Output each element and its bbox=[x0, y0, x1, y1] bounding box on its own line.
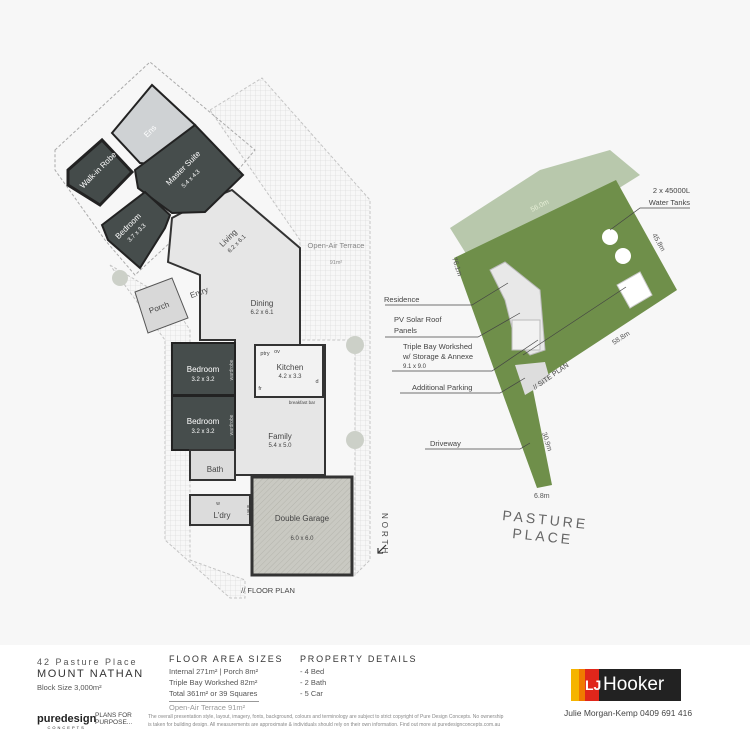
floor-area-line: Internal 271m² | Porch 8m² bbox=[169, 667, 259, 676]
property-detail: - 4 Bed bbox=[300, 667, 325, 676]
tanks-label: Water Tanks bbox=[649, 198, 691, 207]
floor-area-line: Triple Bay Workshed 82m² bbox=[169, 678, 258, 687]
puredesign-logo: puredesign CONCEPTS bbox=[37, 713, 96, 730]
room-label: Dining bbox=[251, 299, 274, 308]
walk-in-robe bbox=[66, 137, 135, 207]
dimension-label: 58.8m bbox=[611, 330, 631, 347]
room-dims: 6.2 x 6.1 bbox=[250, 310, 274, 316]
parking-label: Additional Parking bbox=[412, 383, 472, 392]
water-tank bbox=[615, 248, 631, 264]
lj-hooker-logo: LJ Hooker bbox=[571, 669, 681, 701]
parking-area bbox=[515, 362, 550, 395]
room-dims: 4.2 x 3.3 bbox=[278, 374, 302, 380]
driveway-label: Driveway bbox=[430, 439, 461, 448]
solar-label: Panels bbox=[394, 326, 417, 335]
living-area-floor bbox=[166, 188, 326, 476]
room-dims: 6.0 x 6.0 bbox=[290, 536, 314, 542]
bedroom-1 bbox=[100, 190, 172, 270]
porch bbox=[134, 277, 189, 334]
terrace-label: Open-Air Terrace bbox=[308, 241, 365, 250]
tanks-label: 2 x 45000L bbox=[653, 186, 690, 195]
tree-icon bbox=[112, 270, 128, 286]
designer-name: puredesign bbox=[37, 713, 97, 725]
washer-label: w bbox=[216, 501, 220, 507]
residence-label: Residence bbox=[384, 295, 419, 304]
laundry bbox=[189, 494, 251, 526]
footer: 42 Pasture Place MOUNT NATHAN Block Size… bbox=[0, 645, 750, 750]
terrace-area: 91m² bbox=[330, 260, 343, 266]
room-label: Double Garage bbox=[275, 514, 330, 523]
workshed-label: w/ Storage & Annexe bbox=[402, 352, 473, 361]
double-garage bbox=[250, 475, 354, 577]
north-arrow-icon bbox=[377, 544, 387, 554]
upper-wing-outline bbox=[54, 61, 256, 276]
tree-line bbox=[450, 150, 640, 260]
kitchen bbox=[254, 344, 324, 398]
room-label: Family bbox=[268, 432, 292, 441]
workshed-footprint bbox=[511, 319, 541, 351]
wardrobe-label: wardrobe bbox=[229, 359, 235, 380]
room-dims: 3.2 x 3.2 bbox=[191, 429, 215, 435]
designer-sub: CONCEPTS bbox=[47, 725, 86, 730]
fridge-label: fr bbox=[258, 386, 262, 392]
room-label: Bedroom bbox=[187, 417, 220, 426]
bath bbox=[189, 449, 236, 481]
floor-area-heading: FLOOR AREA SIZES bbox=[169, 654, 284, 664]
room-label: Kitchen bbox=[277, 363, 304, 372]
street-name: PLACE bbox=[512, 525, 574, 547]
shed-footprint bbox=[616, 271, 653, 309]
plans-canvas: Ens Walk-in Robe Master Suite 5.4 x 4.3 … bbox=[54, 61, 691, 599]
floor-plan-caption: // FLOOR PLAN bbox=[241, 586, 295, 595]
block-size: Block Size 3,000m² bbox=[37, 683, 102, 692]
pantry-label: ptry bbox=[260, 351, 269, 357]
property-details-heading: PROPERTY DETAILS bbox=[300, 654, 418, 664]
north-label: NORTH bbox=[380, 513, 389, 556]
master-suite bbox=[133, 123, 245, 215]
room-dims: 5.4 x 5.0 bbox=[268, 443, 292, 449]
address-suburb: MOUNT NATHAN bbox=[37, 668, 144, 680]
tree-icon bbox=[346, 431, 364, 449]
property-detail: - 5 Car bbox=[300, 689, 323, 698]
workshed-dims: 9.1 x 9.0 bbox=[403, 364, 427, 370]
tagline-line: PURPOSE... bbox=[95, 719, 133, 726]
designer-tagline: PLANS FOR PURPOSE... bbox=[95, 712, 132, 726]
dimension-label: 6.8m bbox=[534, 493, 550, 500]
workshed-label: Triple Bay Workshed bbox=[403, 342, 472, 351]
room-label: Bath bbox=[207, 465, 223, 474]
wardrobe-label: wardrobe bbox=[229, 414, 235, 435]
water-tank bbox=[602, 229, 618, 245]
disclaimer: The overall presentation style, layout, … bbox=[148, 713, 503, 729]
terrace-area: Open-Air Terrace 91m² bbox=[169, 703, 246, 712]
disclaimer-line: The overall presentation style, layout, … bbox=[148, 714, 504, 720]
breakfast-bar-label: breakfast bar bbox=[289, 400, 316, 405]
address-street: 42 Pasture Place bbox=[37, 657, 138, 667]
room-label: L'dry bbox=[213, 511, 230, 520]
tagline-line: PLANS FOR bbox=[95, 712, 132, 719]
logo-word: Hooker bbox=[603, 674, 665, 695]
bedroom-3 bbox=[171, 395, 236, 451]
floor-area-line: Total 361m² or 39 Squares bbox=[169, 689, 259, 702]
bedroom-2 bbox=[171, 342, 236, 396]
agent-contact: Julie Morgan-Kemp 0409 691 416 bbox=[564, 708, 693, 718]
dishwasher-label: d bbox=[315, 379, 318, 385]
solar-label: PV Solar Roof bbox=[394, 315, 442, 324]
room-dims: 3.2 x 3.2 bbox=[191, 377, 215, 383]
logo-mark: LJ bbox=[585, 669, 601, 701]
room-label: Bedroom bbox=[187, 365, 220, 374]
property-detail: - 2 Bath bbox=[300, 678, 327, 687]
disclaimer-line: is taken for building design. All measur… bbox=[148, 722, 501, 728]
tree-icon bbox=[346, 336, 364, 354]
oven-label: ov bbox=[274, 349, 280, 355]
linen-label: linen bbox=[246, 505, 251, 515]
